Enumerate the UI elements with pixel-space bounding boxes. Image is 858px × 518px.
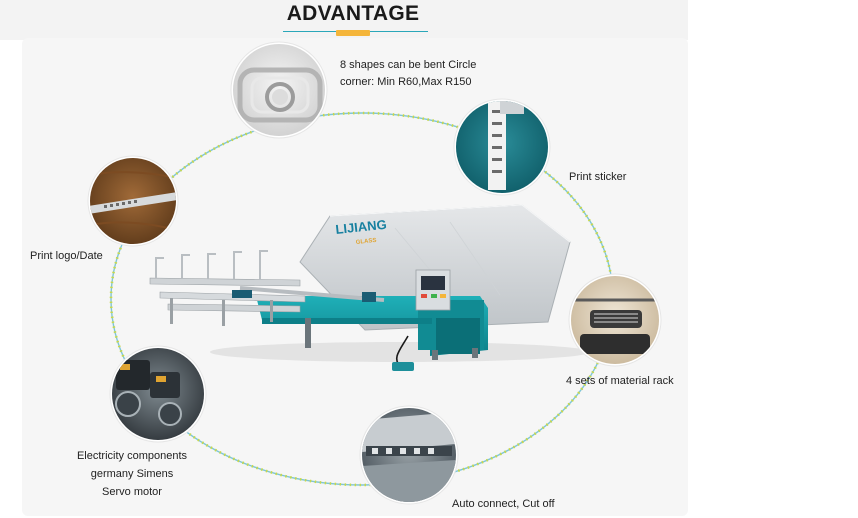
page-title: ADVANTAGE: [286, 2, 420, 25]
machine-brand-sub: GLASS: [356, 238, 377, 246]
machine-brand: LIJIANG: [335, 217, 388, 237]
feature-material-rack: [568, 273, 662, 367]
material-rack-photo-icon: [575, 298, 659, 354]
sticker-roll-photo-icon: [488, 101, 524, 190]
title-accent-bar: [336, 30, 370, 36]
servo-motor-photo-icon: [115, 360, 182, 426]
caption-material-rack: 4 sets of material rack: [566, 375, 674, 387]
feature-auto-connect: [359, 405, 459, 505]
bending-machine-illustration: LIJIANG GLASS: [149, 204, 590, 371]
caption-print-logo: Print logo/Date: [30, 250, 103, 262]
bent-shape-photo-icon: [237, 67, 323, 123]
caption-print-sticker: Print sticker: [569, 171, 627, 183]
feature-electricity-components: [109, 345, 207, 443]
caption-bent-shape: 8 shapes can be bent Circle corner: Min …: [340, 59, 477, 88]
feature-print-logo: [87, 155, 179, 247]
caption-electricity-components: Electricity components germany Simens Se…: [76, 450, 188, 498]
feature-bent-shape: [230, 41, 328, 139]
feature-print-sticker: [453, 98, 551, 196]
caption-auto-connect: Auto connect, Cut off: [452, 498, 555, 510]
